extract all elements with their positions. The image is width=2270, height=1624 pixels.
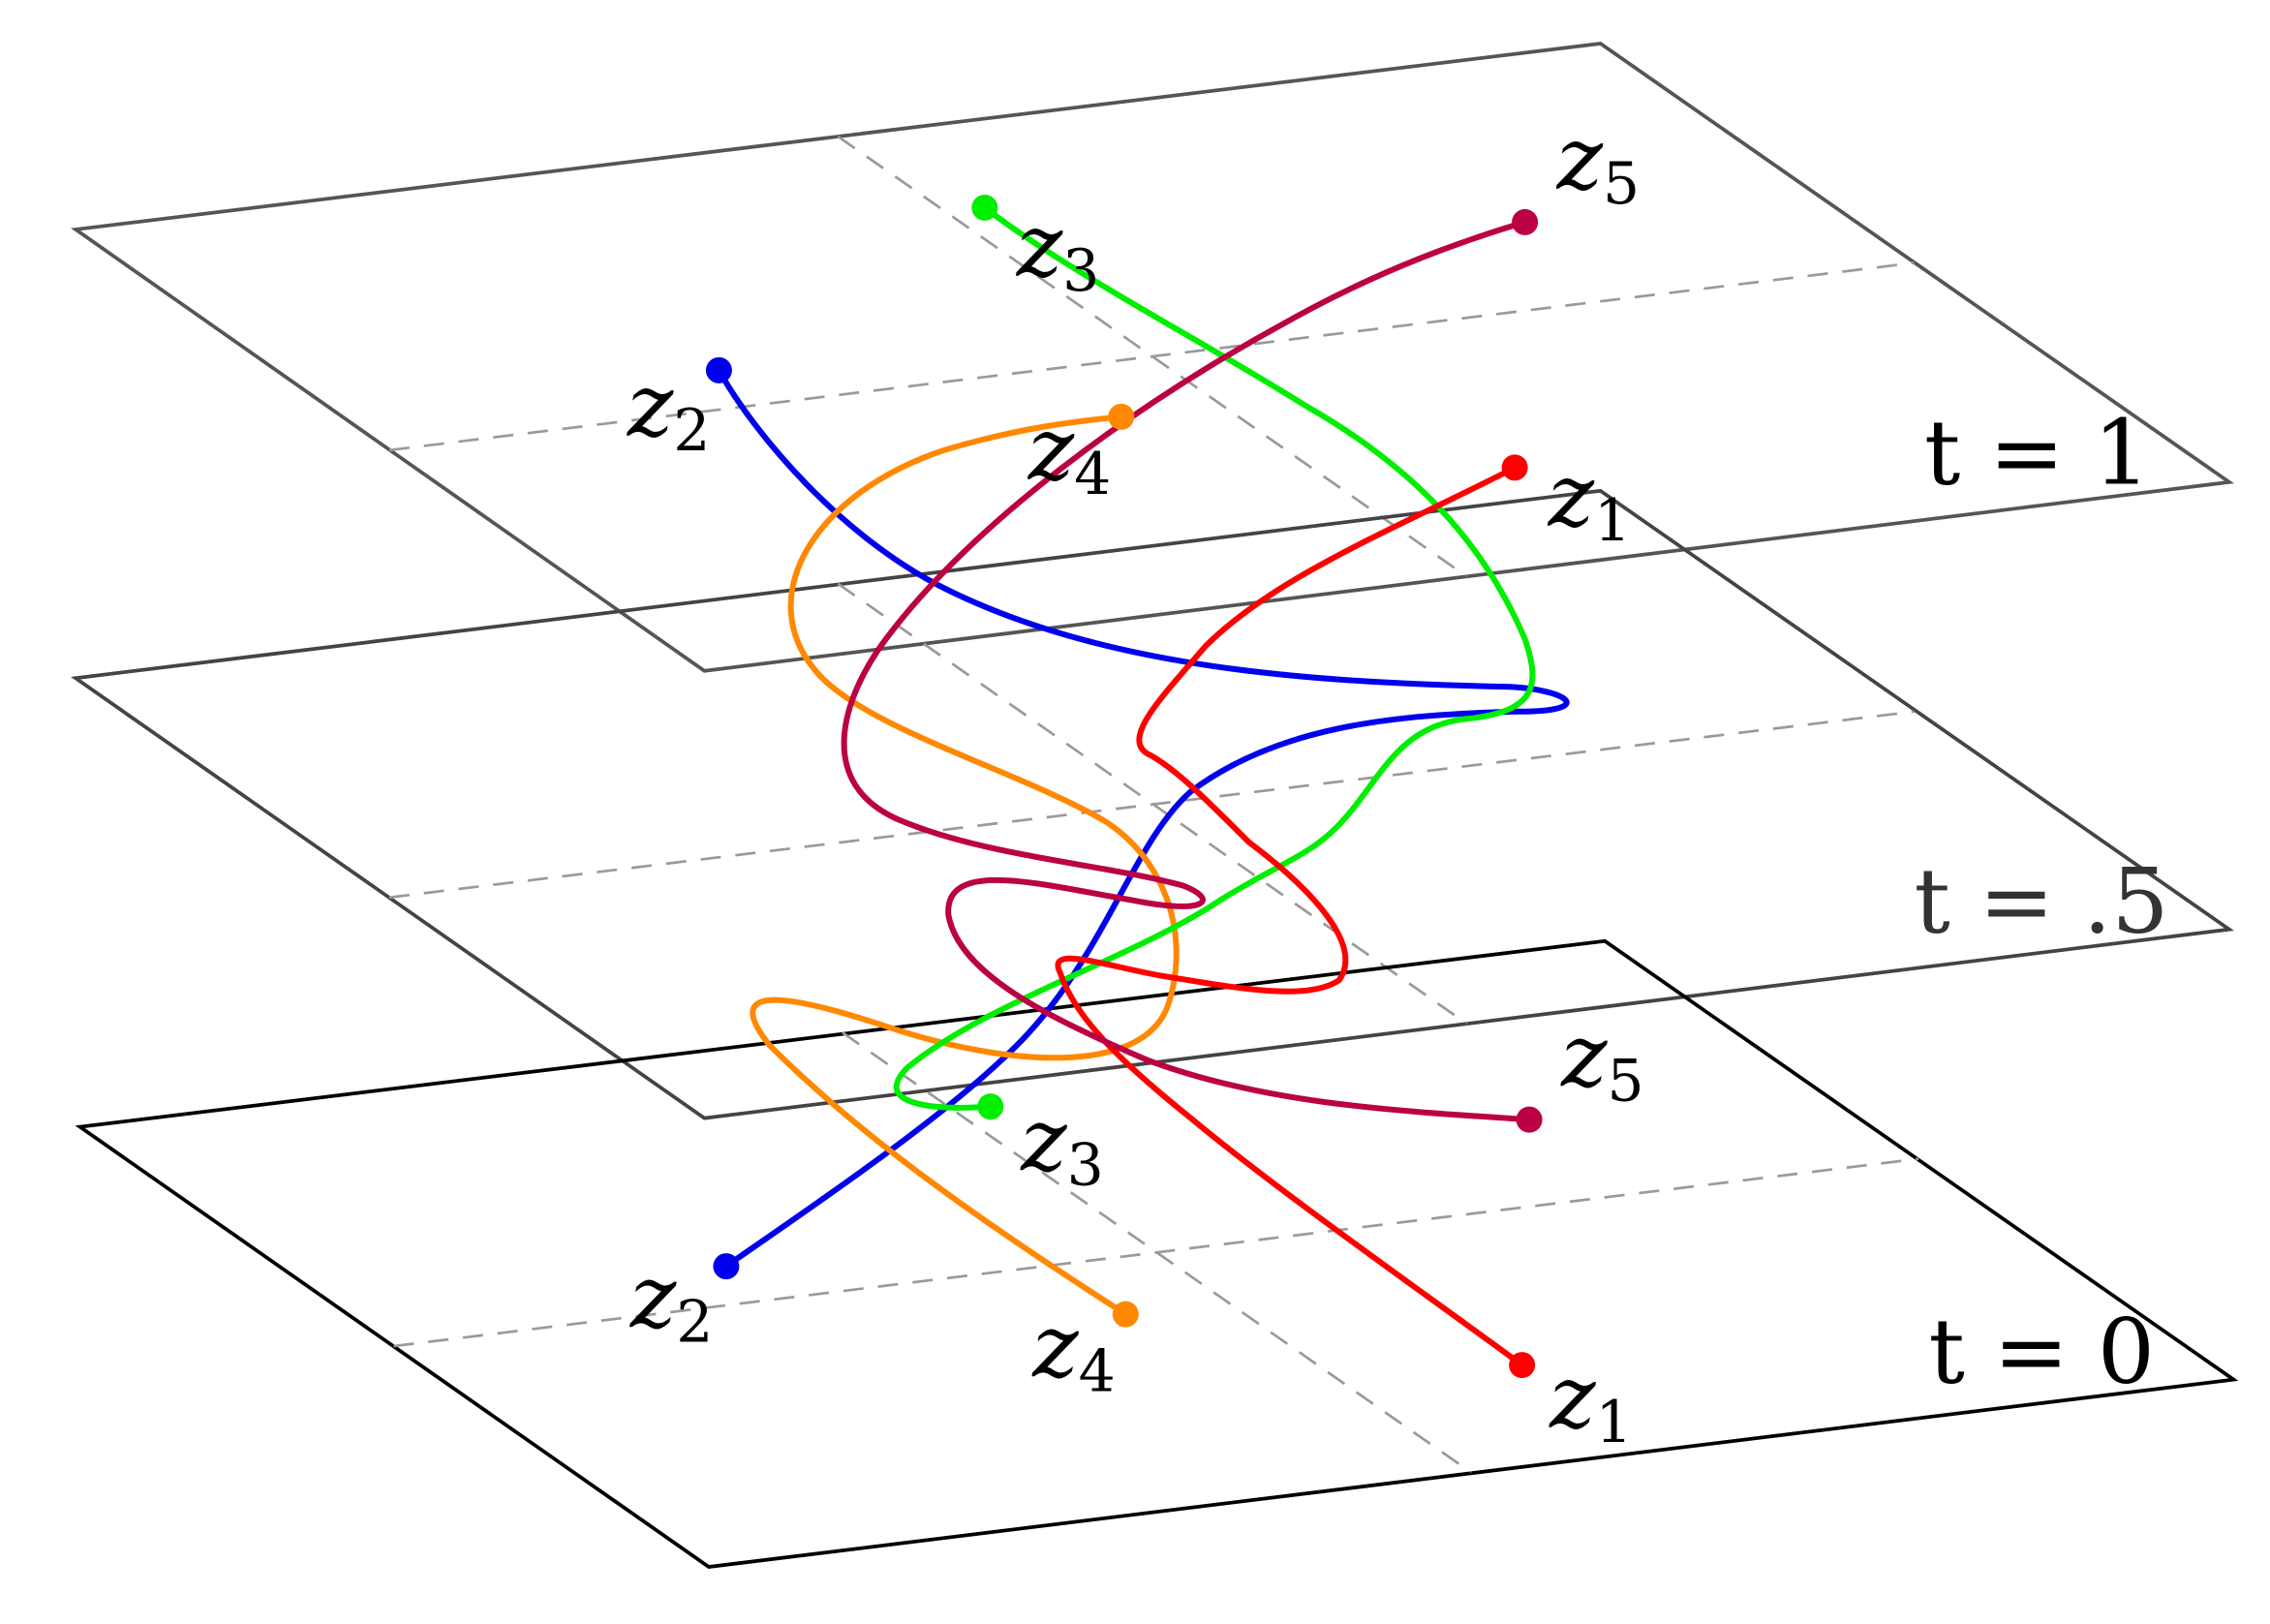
- label-z3-top: z3: [1016, 196, 1100, 305]
- plane-bottom-outline: [75, 938, 2239, 1569]
- strand-red: [1055, 464, 1525, 1368]
- label-z1-top: z1: [1548, 445, 1632, 555]
- label-z1-bottom: z1: [1549, 1347, 1633, 1456]
- plane-bottom-guide-y: [842, 1031, 1472, 1474]
- label-z4-bottom: z4: [1031, 1297, 1116, 1406]
- plane-top: [71, 42, 2234, 673]
- plane-top-guide-y: [837, 135, 1468, 578]
- label-z2-top: z2: [627, 355, 711, 465]
- plane-middle-outline: [71, 488, 2234, 1120]
- endpoints-top: [705, 194, 1539, 481]
- strand-crimson: [841, 219, 1533, 1123]
- endpoint-z2-top: [705, 356, 732, 383]
- plane-bottom-guide-x: [393, 1157, 1919, 1348]
- endpoint-z5-top: [1512, 208, 1539, 235]
- label-z3-bottom: z3: [1020, 1090, 1104, 1200]
- endpoint-z3-top: [971, 194, 998, 221]
- strand-orange: [750, 414, 1180, 1318]
- label-z5-bottom: z5: [1560, 1006, 1644, 1116]
- level-label-t0: t = 0: [1929, 1300, 2156, 1404]
- label-z5-top: z5: [1556, 108, 1641, 218]
- strand-blue: [716, 367, 1570, 1270]
- plane-top-outline: [71, 42, 2234, 673]
- strand-green: [893, 204, 1536, 1111]
- endpoint-z5-bottom: [1516, 1106, 1543, 1133]
- endpoint-z4-bottom: [1112, 1301, 1139, 1328]
- endpoints-bottom: [713, 1093, 1543, 1379]
- level-label-t05: t = .5: [1915, 849, 2169, 954]
- endpoint-z2-bottom: [713, 1253, 740, 1280]
- level-label-t1: t = 1: [1924, 400, 2151, 505]
- endpoint-z1-bottom: [1509, 1352, 1536, 1379]
- endpoint-z3-bottom: [977, 1093, 1004, 1120]
- plane-top-guide-x: [388, 261, 1915, 452]
- label-z2-bottom: z2: [629, 1247, 714, 1357]
- label-z4-top: z4: [1028, 399, 1112, 508]
- plane-middle-guide-y: [837, 582, 1468, 1026]
- endpoint-z4-top: [1108, 403, 1135, 430]
- endpoint-z1-top: [1501, 454, 1528, 481]
- plane-bottom: [75, 938, 2239, 1569]
- plane-middle: [71, 488, 2234, 1120]
